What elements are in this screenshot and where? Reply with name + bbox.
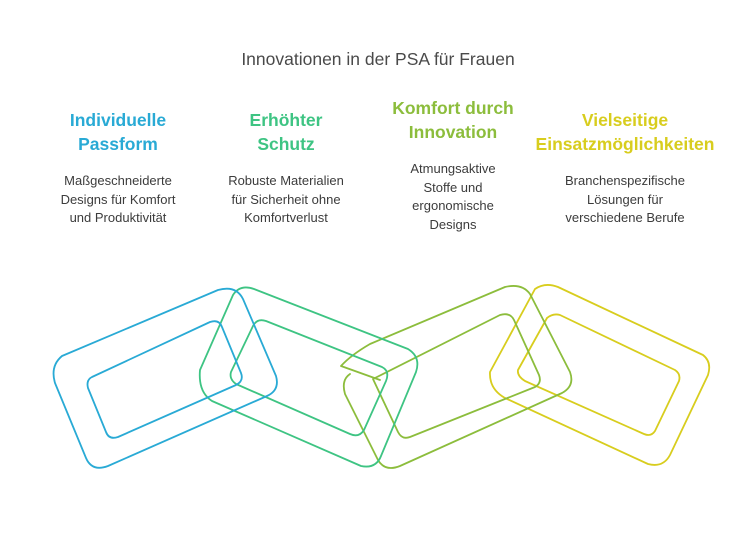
column-description: Atmungsaktive Stoffe und ergonomische De… — [410, 161, 496, 232]
column-description: Branchenspezifische Lösungen für verschi… — [565, 173, 685, 225]
column-description: Robuste Materialien für Sicherheit ohne … — [228, 173, 344, 225]
column-heading: Individuelle Passform — [69, 110, 167, 154]
chain-link-4 — [489, 284, 711, 466]
column-heading: Komfort durch Innovation — [392, 98, 514, 142]
chain-link-3 — [340, 285, 573, 469]
column-komfort-durch-innovation: Komfort durch Innovation Atmungsaktive S… — [373, 96, 533, 234]
column-vielseitige-einsatzmoeglichkeiten: Vielseitige Einsatzmöglichkeiten Branche… — [530, 108, 720, 228]
chain-link-1 — [52, 287, 278, 469]
page-title: Innovationen in der PSA für Frauen — [241, 49, 515, 69]
column-heading: Erhöhter Schutz — [249, 110, 323, 154]
chain-link-2 — [198, 286, 419, 468]
column-heading: Vielseitige Einsatzmöglichkeiten — [535, 110, 715, 154]
column-erhoehter-schutz: Erhöhter Schutz Robuste Materialien für … — [206, 108, 366, 228]
column-individuelle-passform: Individuelle Passform Maßgeschneiderte D… — [38, 108, 198, 228]
column-description: Maßgeschneiderte Designs für Komfort und… — [60, 173, 176, 225]
